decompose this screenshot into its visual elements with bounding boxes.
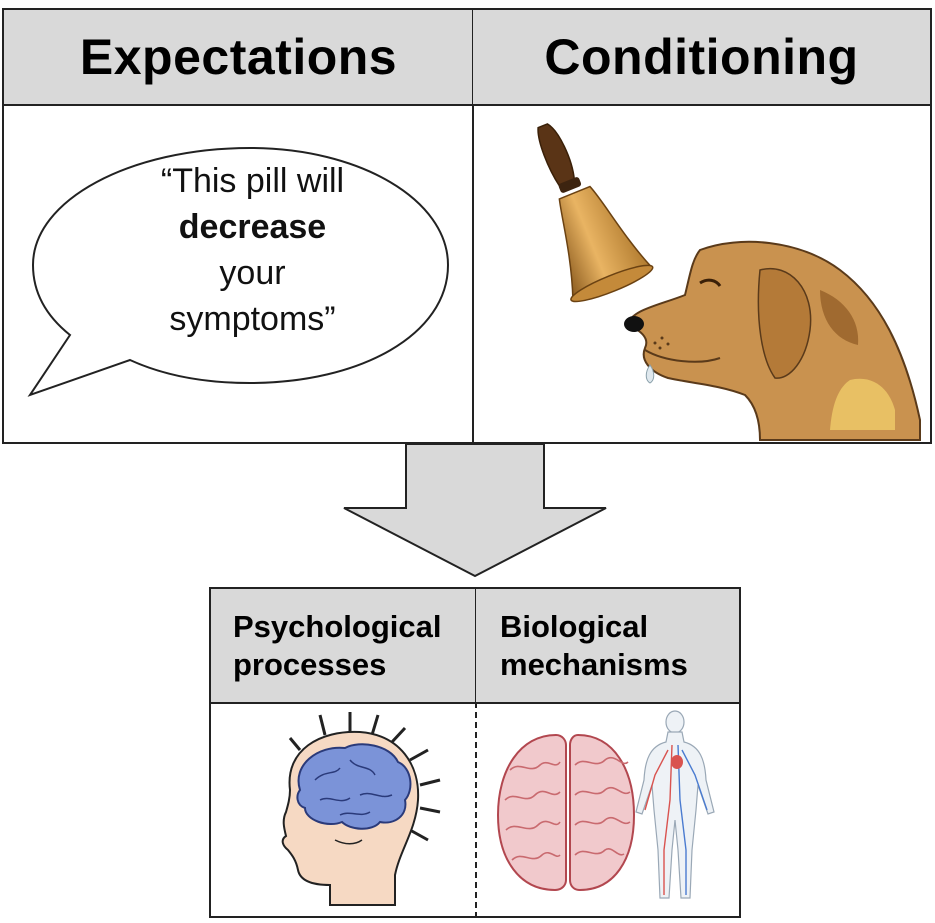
human-body-circulatory-icon xyxy=(0,0,935,923)
